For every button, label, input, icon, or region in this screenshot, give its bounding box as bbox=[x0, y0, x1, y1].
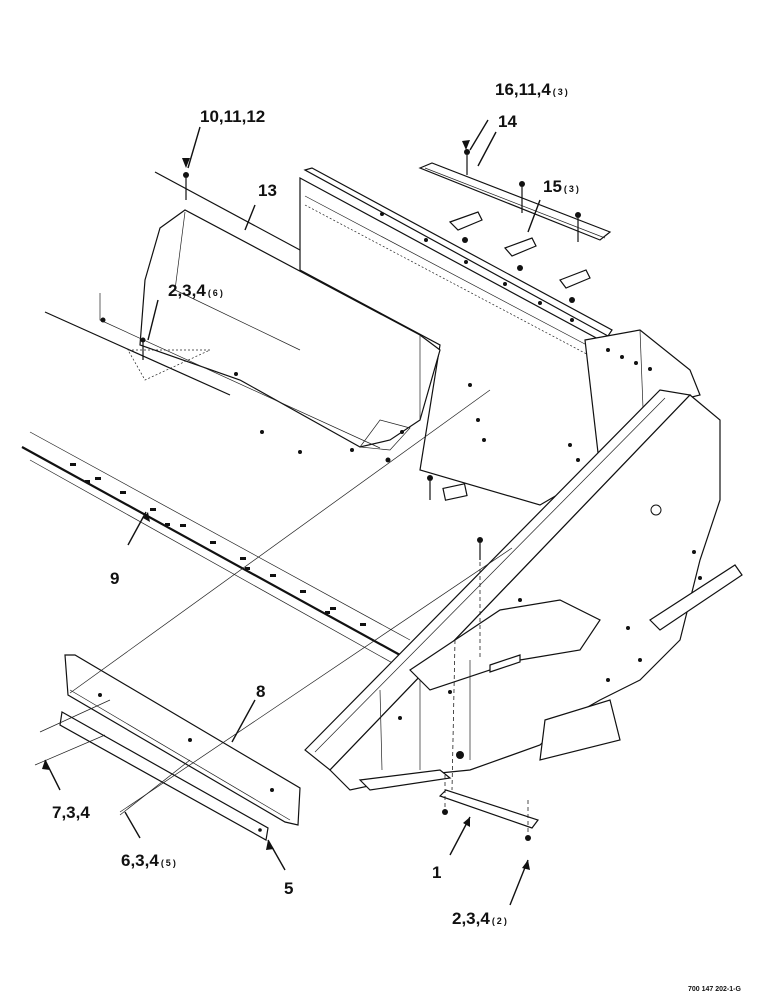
callout-14: 14 bbox=[498, 112, 517, 131]
callout-13: 13 bbox=[258, 181, 277, 200]
alignment-line-a bbox=[69, 389, 491, 694]
callout-6-3-4: 6,3,4(5) bbox=[121, 851, 178, 870]
bolt-6-b bbox=[119, 759, 191, 816]
floor-panel-13 bbox=[44, 171, 441, 454]
alignment-line-b bbox=[119, 547, 513, 813]
callout-15: 15(3) bbox=[543, 177, 581, 196]
bolt-7 bbox=[39, 699, 111, 733]
cover-14 bbox=[418, 149, 612, 242]
callout-8: 8 bbox=[256, 682, 265, 701]
leader-lines bbox=[42, 119, 541, 906]
bolt-6-a bbox=[34, 734, 106, 766]
callout-10-11-12: 10,11,12 bbox=[200, 107, 265, 126]
cutter-bar-9 bbox=[21, 431, 411, 671]
side-frame bbox=[304, 389, 743, 791]
callout-1: 1 bbox=[432, 863, 441, 882]
callout-2-3-4-upper: 2,3,4(6) bbox=[168, 281, 225, 300]
fasteners bbox=[100, 172, 483, 560]
callout-5: 5 bbox=[284, 879, 293, 898]
callout-2-3-4-lower: 2,3,4(2) bbox=[452, 909, 509, 928]
strip-5 bbox=[59, 711, 269, 841]
rear-wall-assembly bbox=[299, 167, 701, 506]
callout-7-3-4: 7,3,4 bbox=[52, 803, 90, 822]
drawing-number: 700 147 202-1-G bbox=[688, 986, 741, 993]
callout-9: 9 bbox=[110, 569, 119, 588]
plate-1 bbox=[438, 775, 539, 841]
brackets-15 bbox=[448, 211, 591, 303]
callout-16-11-4: 16,11,4(3) bbox=[495, 80, 570, 99]
shield-8 bbox=[64, 654, 301, 826]
